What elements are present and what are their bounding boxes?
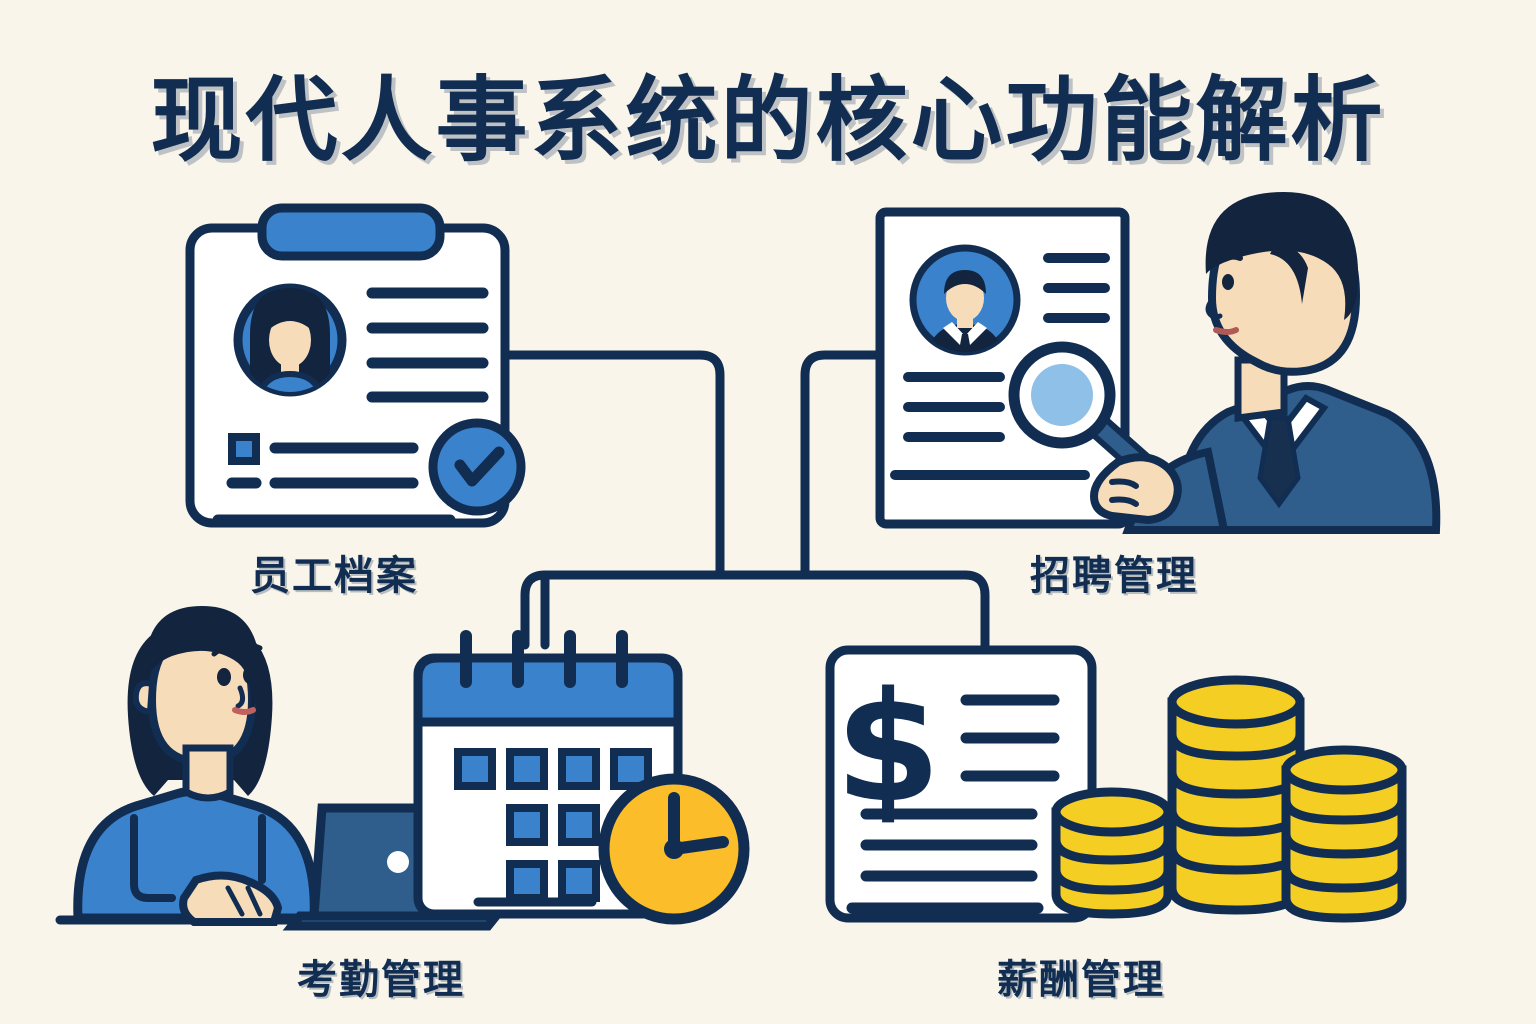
dollar-sign-icon: $ xyxy=(835,659,941,836)
connector-lines xyxy=(500,350,1025,670)
businessman-figure xyxy=(1122,192,1441,534)
resume-text-lines-bottom xyxy=(890,372,1090,480)
page-title: 现代人事系统的核心功能解析 xyxy=(150,67,1386,174)
coin-stack-tall xyxy=(1167,675,1305,915)
resume-text-lines-top xyxy=(1043,253,1110,323)
payslip-text-lines-top xyxy=(960,694,1060,782)
check-badge-icon xyxy=(428,418,526,516)
coin-stack-short xyxy=(1051,787,1173,919)
node-payroll-illustration: $ xyxy=(825,645,1407,923)
male-suit-avatar-icon xyxy=(909,244,1021,356)
calendar-day-cells xyxy=(454,748,652,902)
node-attendance-illustration xyxy=(55,606,750,931)
label-payroll: 薪酬管理 xyxy=(997,957,1165,1003)
magnifying-glass-icon xyxy=(1008,341,1161,483)
female-avatar-icon xyxy=(233,283,347,397)
label-attendance: 考勤管理 xyxy=(297,957,465,1003)
label-employee-records: 员工档案 xyxy=(250,553,418,599)
calendar-rings xyxy=(460,630,628,688)
node-employee-records-illustration xyxy=(185,203,526,528)
record-text-lines xyxy=(366,287,489,403)
clipboard-clip xyxy=(257,203,445,261)
payslip-text-lines-bottom xyxy=(846,808,1044,914)
label-recruitment: 招聘管理 xyxy=(1030,553,1198,599)
node-recruitment-illustration xyxy=(875,192,1441,534)
clock-icon xyxy=(598,773,750,925)
record-list-rows xyxy=(212,433,456,526)
payslip-document xyxy=(825,645,1097,923)
coin-stack-medium xyxy=(1281,745,1407,923)
woman-at-laptop-figure xyxy=(73,606,319,926)
hand-icon xyxy=(1089,453,1182,525)
